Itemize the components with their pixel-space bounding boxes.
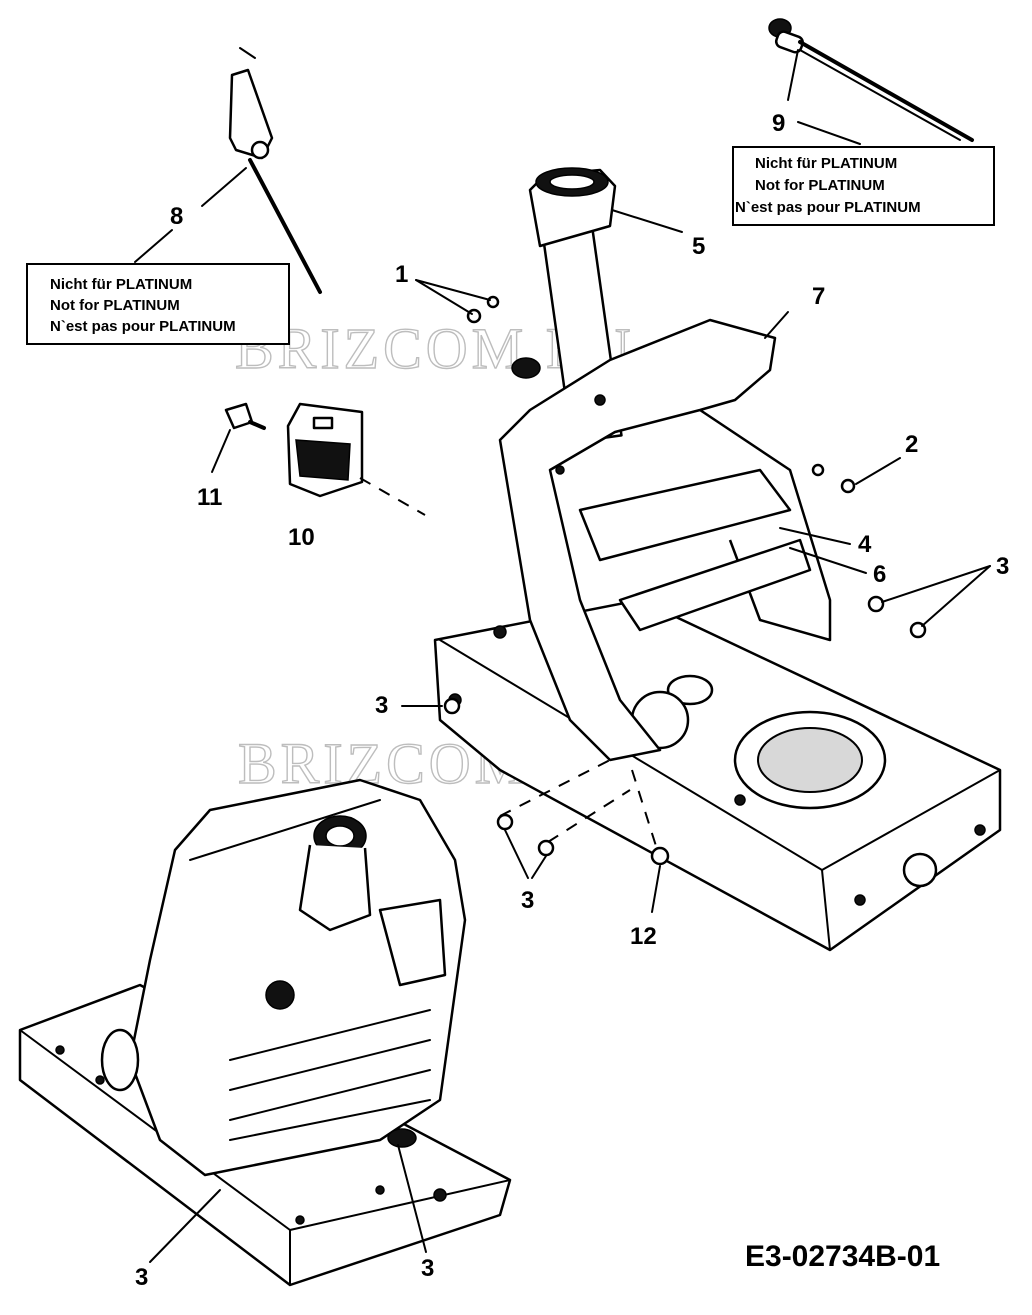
leader-3-right-a <box>881 565 991 603</box>
callout-8: 8 <box>170 203 183 230</box>
leader-5 <box>611 209 683 233</box>
callout-1: 1 <box>395 261 408 288</box>
leader-6 <box>789 547 867 574</box>
note-box-left: Nicht für PLATINUM Not for PLATINUM N`es… <box>26 263 290 345</box>
callout-6: 6 <box>873 561 886 588</box>
chassis-frame-main <box>433 598 1002 952</box>
part-8-lever-rod <box>228 47 322 294</box>
leader-9-note <box>797 121 861 145</box>
part-10-ignition-switch <box>286 402 364 498</box>
leader-3-bottom-left <box>149 1189 221 1263</box>
part-3-screw-mid-left <box>443 697 461 715</box>
part-ignition-cap <box>511 357 541 379</box>
leader-4 <box>779 527 851 545</box>
note-top-right-line-2: Not for PLATINUM <box>755 177 885 194</box>
callout-3-bottom-mid: 3 <box>421 1255 434 1282</box>
part-12-nut <box>650 846 670 866</box>
callout-4: 4 <box>858 531 872 558</box>
note-top-right-line-1: Nicht für PLATINUM <box>755 155 897 172</box>
callout-12: 12 <box>630 923 657 950</box>
callout-10: 10 <box>288 524 315 551</box>
part-11-key <box>224 402 266 430</box>
callout-7: 7 <box>812 283 825 310</box>
leader-8 <box>201 167 247 207</box>
assembled-view <box>18 778 512 1287</box>
leader-3-mid-lower-b <box>531 855 547 879</box>
callout-3-mid-lower: 3 <box>521 887 534 914</box>
part-3-screws-mid-lower <box>496 813 555 857</box>
leader-1a <box>415 279 491 301</box>
drawing-code: E3-02734B-01 <box>745 1240 940 1273</box>
note-left-line-3: N`est pas pour PLATINUM <box>50 318 236 335</box>
dashed-3-b <box>547 789 631 843</box>
part-9-dipstick <box>768 18 974 142</box>
callout-3-right: 3 <box>996 553 1009 580</box>
leader-3-bottom-mid <box>397 1144 427 1253</box>
part-7-dashboard <box>498 318 832 762</box>
leader-8-note <box>134 229 173 263</box>
leader-10-dashed <box>359 477 426 516</box>
callout-5: 5 <box>692 233 705 260</box>
note-box-top-right: Nicht für PLATINUM Not for PLATINUM N`es… <box>732 146 995 226</box>
leader-9 <box>787 49 799 101</box>
note-left-line-1: Nicht für PLATINUM <box>50 276 192 293</box>
callout-3-bottom-left: 3 <box>135 1264 148 1291</box>
note-top-right-line-3: N`est pas pour PLATINUM <box>735 199 921 216</box>
leader-3-mid-lower-a <box>504 829 529 879</box>
leader-1b <box>415 279 473 315</box>
leader-2 <box>855 457 901 485</box>
dashed-12 <box>631 769 657 847</box>
leader-11 <box>211 429 231 473</box>
callout-3-mid-left: 3 <box>375 692 388 719</box>
leader-3-right-b <box>921 565 991 627</box>
leader-7 <box>764 311 789 339</box>
leader-12 <box>651 865 661 913</box>
callout-9: 9 <box>772 110 785 137</box>
note-left-line-2: Not for PLATINUM <box>50 297 180 314</box>
part-3-screws-right <box>867 595 927 639</box>
part-2-bolt <box>811 463 856 494</box>
callout-2: 2 <box>905 431 918 458</box>
callout-11: 11 <box>197 484 222 511</box>
